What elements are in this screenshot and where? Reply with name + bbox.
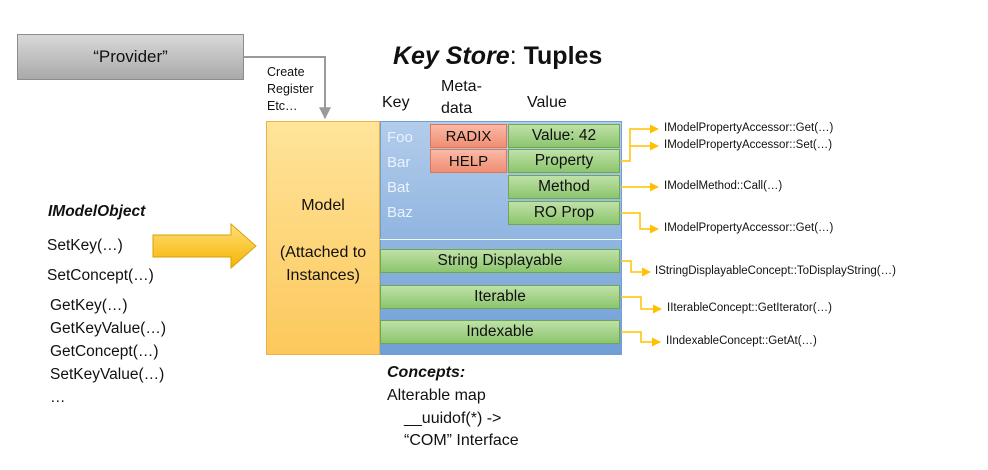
- method-getkeyvalue: GetKeyValue(…): [50, 320, 167, 337]
- impl-method-call: IModelMethod::Call(…): [664, 180, 783, 192]
- method-getconcept: GetConcept(…): [50, 343, 159, 360]
- key-baz: Baz: [387, 204, 413, 221]
- title-italic: Key Store: [393, 42, 510, 70]
- value-ro-prop-label: RO Prop: [533, 204, 595, 221]
- impl-iterable: IIterableConcept::GetIterator(…): [667, 302, 832, 314]
- method-ellipsis: …: [50, 389, 66, 406]
- provider-box: “Provider”: [17, 34, 244, 80]
- concept-indexable-label: Indexable: [466, 323, 534, 340]
- key-foo: Foo: [387, 129, 413, 146]
- value-method: Method: [508, 175, 620, 199]
- provider-label: “Provider”: [93, 47, 168, 66]
- create-register-note: Create Register Etc…: [267, 64, 314, 115]
- model-box: [266, 121, 380, 355]
- method-setkey: SetKey(…): [47, 237, 123, 254]
- metadata-help-label: HELP: [448, 152, 489, 170]
- concepts-line-map: Alterable map: [387, 387, 486, 404]
- key-bat: Bat: [387, 179, 410, 196]
- iterable-arrow: [621, 296, 662, 314]
- value-method-label: Method: [538, 178, 590, 195]
- metadata-header: Meta- data: [441, 76, 482, 120]
- title-sep: :: [509, 42, 524, 70]
- impl-property-get: IModelPropertyAccessor::Get(…): [664, 122, 834, 134]
- metadata-help: HELP: [430, 149, 507, 173]
- diagram-title: Key Store: Tuples: [393, 42, 602, 71]
- value-property-label: Property: [534, 152, 594, 169]
- value-property: Property: [508, 149, 620, 173]
- property-to-accessor-arrow: [621, 124, 659, 162]
- model-label: Model: [301, 197, 345, 214]
- value-42-label: Value: 42: [531, 127, 597, 144]
- concept-iterable-label: Iterable: [474, 288, 526, 305]
- create-note-line: Etc…: [267, 99, 298, 113]
- impl-ro-prop-get: IModelPropertyAccessor::Get(…): [664, 222, 834, 234]
- indexable-arrow: [621, 331, 661, 347]
- concept-iterable: Iterable: [380, 285, 620, 309]
- imodelobject-to-model-arrow: [152, 222, 257, 270]
- method-setkeyvalue: SetKeyValue(…): [50, 366, 165, 383]
- store-divider: [380, 239, 622, 240]
- concepts-line-com: “COM” Interface: [404, 432, 519, 449]
- concept-indexable: Indexable: [380, 320, 620, 344]
- create-note-line: Register: [267, 82, 314, 96]
- value-header: Value: [527, 94, 567, 111]
- concept-string-displayable: String Displayable: [380, 249, 620, 273]
- model-sublabel-line: (Attached to: [279, 244, 367, 261]
- impl-string-displayable: IStringDisplayableConcept::ToDisplayStri…: [655, 265, 896, 277]
- concept-string-displayable-label: String Displayable: [437, 252, 563, 269]
- method-setconcept: SetConcept(…): [47, 267, 154, 284]
- metadata-header-line: data: [441, 100, 473, 117]
- concepts-title: Concepts:: [387, 364, 466, 381]
- impl-indexable: IIndexableConcept::GetAt(…): [666, 335, 817, 347]
- model-sublabel: (Attached to Instances): [266, 241, 380, 287]
- key-bar: Bar: [387, 154, 411, 171]
- model-sublabel-line: Instances): [286, 267, 360, 284]
- method-getkey: GetKey(…): [50, 297, 128, 314]
- title-bold: Tuples: [523, 42, 603, 70]
- imodelobject-title: IModelObject: [48, 203, 146, 220]
- provider-to-model-arrow: [244, 56, 331, 120]
- metadata-radix: RADIX: [430, 124, 507, 148]
- concepts-line-uuidof: __uuidof(*) ->: [404, 410, 502, 427]
- metadata-header-line: Meta-: [441, 78, 482, 95]
- impl-property-set: IModelPropertyAccessor::Set(…): [664, 139, 833, 151]
- ro-prop-to-get-arrow: [621, 212, 659, 234]
- metadata-radix-label: RADIX: [445, 127, 492, 145]
- value-ro-prop: RO Prop: [508, 201, 620, 225]
- value-42: Value: 42: [508, 124, 620, 148]
- string-displayable-arrow: [621, 260, 651, 277]
- create-note-line: Create: [267, 65, 305, 79]
- key-header: Key: [382, 94, 410, 111]
